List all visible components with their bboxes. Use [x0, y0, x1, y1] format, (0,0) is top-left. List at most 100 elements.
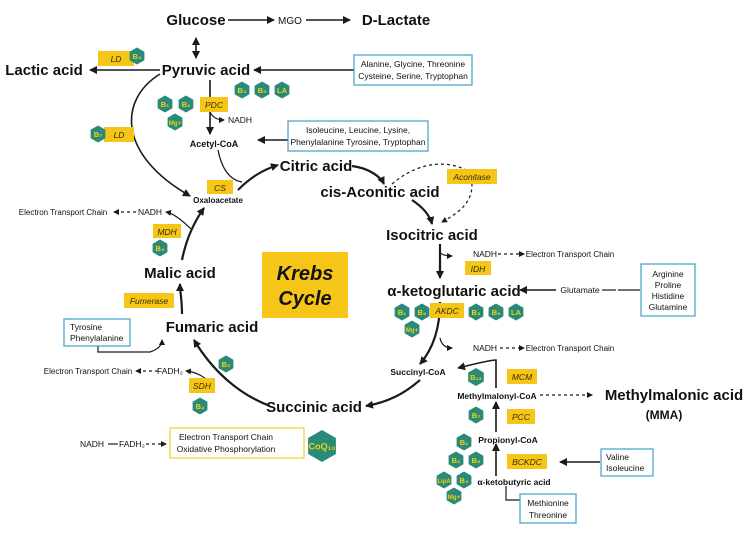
cofactor-label-b5: B₅ — [258, 86, 267, 95]
enzyme-box-aconitase — [447, 169, 497, 184]
hexagon-shape — [157, 95, 173, 113]
cofactor-hex-b1: B₁ — [157, 95, 173, 113]
hexagon-shape — [152, 239, 168, 257]
enzyme-box-cs — [207, 180, 233, 194]
enzyme-sdh: SDH — [193, 381, 212, 391]
cofactor-label-b2: B₂ — [452, 456, 461, 465]
cofactor-label-b3: B₃ — [156, 244, 165, 253]
arrow-pyruvate-oxaloacetate — [130, 73, 191, 197]
line-methionine — [505, 486, 520, 501]
cofactor-label-b2: B₂ — [182, 100, 191, 109]
arrow-succinylcoa-succinic — [365, 379, 421, 409]
label-acetyl-coa: Acetyl-CoA — [190, 139, 239, 149]
hexagon-shape — [456, 433, 472, 451]
cofactor-hex-b2: B₂ — [192, 397, 208, 415]
hexagon-shape — [468, 368, 484, 386]
label-fumaric-acid: Fumaric acid — [166, 319, 259, 336]
hexagon-shape — [468, 451, 484, 469]
enzyme-box-pdc — [200, 97, 228, 112]
enzyme-fumerase: Fumerase — [130, 296, 169, 306]
cofactor-label-b3: B₃ — [133, 52, 142, 61]
enzyme-pcc: PCC — [512, 412, 531, 422]
box-pyruvate-amino — [353, 54, 473, 86]
label-lactic-acid: Lactic acid — [5, 62, 83, 79]
cofactor-hex-la: LA — [508, 303, 524, 321]
cofactor-label-la: LA — [277, 86, 288, 95]
text-glutamate-amino-3: Histidine — [652, 291, 685, 301]
hexagon-shape — [394, 303, 410, 321]
cofactor-hex-b7: B₇ — [468, 406, 484, 424]
hexagon-shape — [178, 95, 194, 113]
text-methionine-1: Methionine — [527, 498, 569, 508]
box-acetyl-amino — [287, 120, 429, 152]
label-etc-akdc: Electron Transport Chain — [526, 344, 615, 353]
box-oxidative — [169, 427, 305, 459]
cofactor-hex-b3: B₃ — [468, 303, 484, 321]
text-methionine-2: Threonine — [529, 510, 568, 520]
arrow-cisaconitic-isocitric — [411, 199, 435, 225]
enzyme-box-pcc — [507, 409, 535, 424]
cofactor-hex-la: LA — [274, 81, 290, 99]
cofactor-label-mg: Mg+ — [448, 495, 461, 501]
hexagon-shape — [404, 320, 420, 338]
arrow-mdh-nadh — [165, 209, 193, 231]
cofactor-label-b3: B₃ — [238, 86, 247, 95]
text-bcaa-1: Valine — [606, 452, 629, 462]
cofactor-hex-mg: Mg+ — [404, 320, 420, 338]
line-acetyl-join — [217, 149, 243, 183]
enzyme-box-ld-top — [98, 51, 134, 66]
cofactor-label-b12: B₁₂ — [470, 373, 482, 382]
text-glutamate-amino-4: Glutamine — [649, 302, 688, 312]
arrow-tyrosine-fumaric — [97, 339, 165, 353]
hexagon-shape — [448, 451, 464, 469]
hexagon-shape — [90, 125, 106, 143]
cofactor-hex-b3: B₃ — [456, 471, 472, 489]
cofactor-hex-b5: B₅ — [488, 303, 504, 321]
hexagon-shape — [414, 303, 430, 321]
hexagon-shape — [274, 81, 290, 99]
cofactor-label-b5: B₅ — [472, 456, 481, 465]
enzyme-cs: CS — [214, 183, 226, 193]
cofactor-label-b5: B₅ — [492, 308, 501, 317]
label-malic-acid: Malic acid — [144, 265, 216, 282]
cofactor-hex-b5: B₅ — [254, 81, 270, 99]
cofactor-hex-b5: B₅ — [468, 451, 484, 469]
box-methionine — [519, 493, 577, 524]
cofactor-hex-b12: B₁₂ — [468, 368, 484, 386]
label-etc-idh: Electron Transport Chain — [526, 250, 615, 259]
text-acetyl-amino-2: Phenylalanine Tyrosine, Tryptophan — [291, 137, 426, 147]
label-alpha-ketobutyric-acid: α-ketobutyric acid — [477, 477, 550, 487]
cofactor-hex-coq10: CoQ₁₀ — [308, 430, 336, 462]
enzyme-box-akdc — [430, 303, 464, 318]
text-pyruvate-amino-2: Cysteine, Serine, Tryptophan — [358, 71, 468, 81]
hexagon-shape — [468, 303, 484, 321]
label-fadh2-sdh: FADH₂ — [157, 366, 183, 376]
box-glutamate-amino — [640, 263, 696, 317]
hexagon-shape — [308, 430, 336, 462]
enzyme-box-mcm — [507, 369, 537, 384]
label-glucose: Glucose — [166, 12, 225, 29]
hexagon-shape — [436, 471, 452, 489]
cofactor-hex-mg: Mg+ — [167, 113, 183, 131]
enzyme-pdc: PDC — [205, 100, 224, 110]
cofactor-label-b3: B₃ — [472, 308, 481, 317]
arrow-oxaloacetate-citric — [237, 163, 279, 191]
pathway-arrows — [89, 16, 640, 501]
label-fadh2-bottom: FADH₂ — [119, 439, 145, 449]
krebs-title-line1: Krebs — [277, 263, 334, 285]
label-propionyl-coa: Propionyl-CoA — [478, 435, 538, 445]
label-nadh-pdc: NADH — [228, 115, 252, 125]
label-etc-sdh: Electron Transport Chain — [44, 367, 133, 376]
label-methylmalonic-acid: Methylmalonic acid — [605, 387, 743, 404]
arrow-citric-cisaconitic — [351, 164, 385, 185]
enzyme-bckdc: BCKDC — [512, 457, 543, 467]
labels: Glucose MGO D-Lactate Lactic acid Pyruvi… — [5, 12, 743, 520]
cofactor-hex-b7: B₇ — [90, 125, 106, 143]
cofactor-hex-b2: B₂ — [448, 451, 464, 469]
cofactor-hex-b3: B₃ — [234, 81, 250, 99]
cofactor-label-mg: Mg+ — [169, 121, 182, 127]
text-oxidative-2: Oxidative Phosphorylation — [177, 444, 276, 454]
cofactor-label-b1: B₁ — [161, 100, 170, 109]
cofactor-label-la: LA — [511, 308, 522, 317]
